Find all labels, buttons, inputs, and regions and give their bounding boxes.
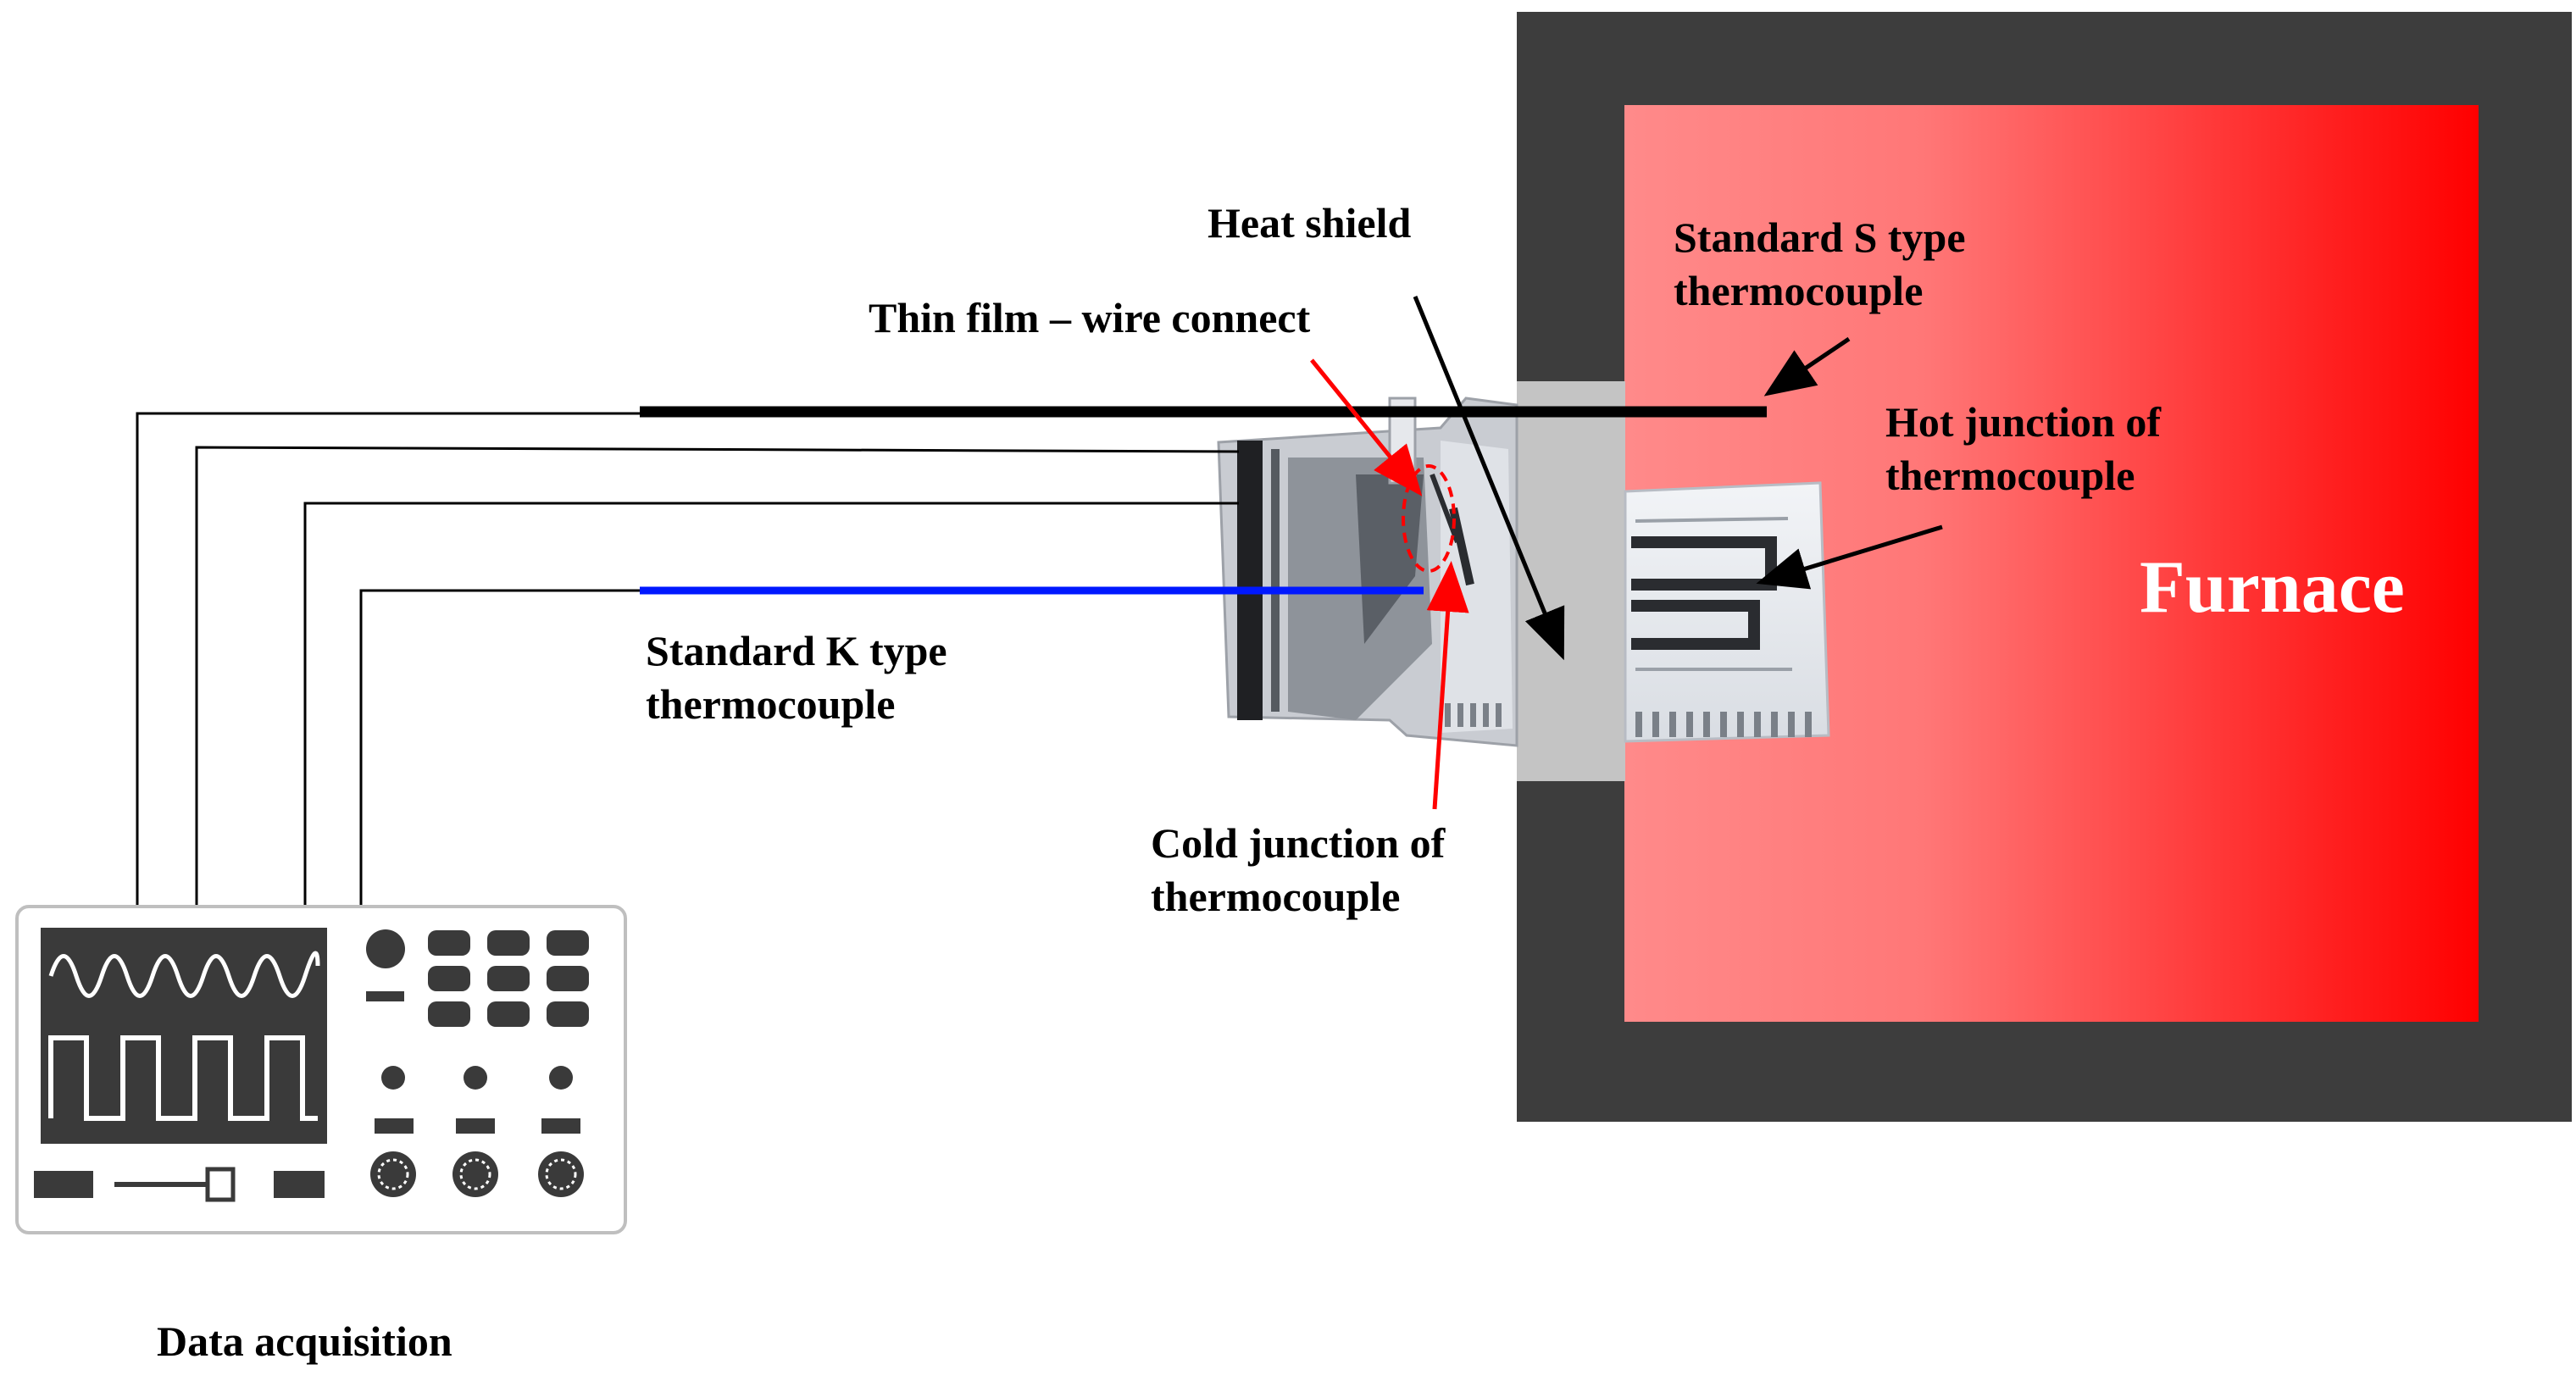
sine-wave <box>48 951 320 998</box>
cold-junction-label-line1: Cold junction of <box>1151 819 1446 867</box>
furnace <box>1517 12 2572 1122</box>
hot-junction-arrow <box>1756 524 1943 590</box>
wire-4 <box>359 589 640 908</box>
square-wave <box>48 1035 318 1121</box>
wire-1 <box>136 412 640 908</box>
connection-highlight-ellipse <box>1402 464 1456 573</box>
thin-film-arrow <box>1310 358 1423 496</box>
cold-junction-label-line2: thermocouple <box>1151 873 1400 920</box>
wire-3 <box>303 502 1239 908</box>
annotation-arrows <box>1310 296 1943 810</box>
wire-2 <box>195 446 1240 908</box>
knobs <box>370 1151 584 1197</box>
s-type-arrow <box>1763 336 1851 397</box>
cold-junction-arrow <box>1426 561 1469 810</box>
comb-teeth <box>1635 712 1812 737</box>
furnace-label: Furnace <box>2140 546 2405 629</box>
k-type-label-line2: thermocouple <box>646 680 895 728</box>
dial-big <box>366 929 405 968</box>
cold-side-assembly <box>1217 397 1518 747</box>
thin-film-label: Thin film – wire connect <box>869 294 1311 341</box>
heat-shield <box>1517 381 1625 781</box>
labels: Heat shield Thin film – wire connect Sta… <box>157 199 2405 1365</box>
thin-film-sensor-hot-side <box>1624 481 1830 743</box>
heat-shield-label: Heat shield <box>1208 199 1411 247</box>
oscilloscope-icon <box>15 905 627 1234</box>
wires <box>136 406 1767 908</box>
hot-junction-label-line1: Hot junction of <box>1885 398 2162 446</box>
slider-knob <box>205 1167 236 1202</box>
s-type-label-line2: thermocouple <box>1674 267 1923 314</box>
s-type-label-line1: Standard S type <box>1674 214 1966 261</box>
heat-shield-arrow <box>1413 296 1565 661</box>
data-acquisition-label: Data acquisition <box>157 1317 452 1365</box>
k-type-label-line1: Standard K type <box>646 627 947 674</box>
hot-junction-label-line2: thermocouple <box>1885 452 2135 499</box>
